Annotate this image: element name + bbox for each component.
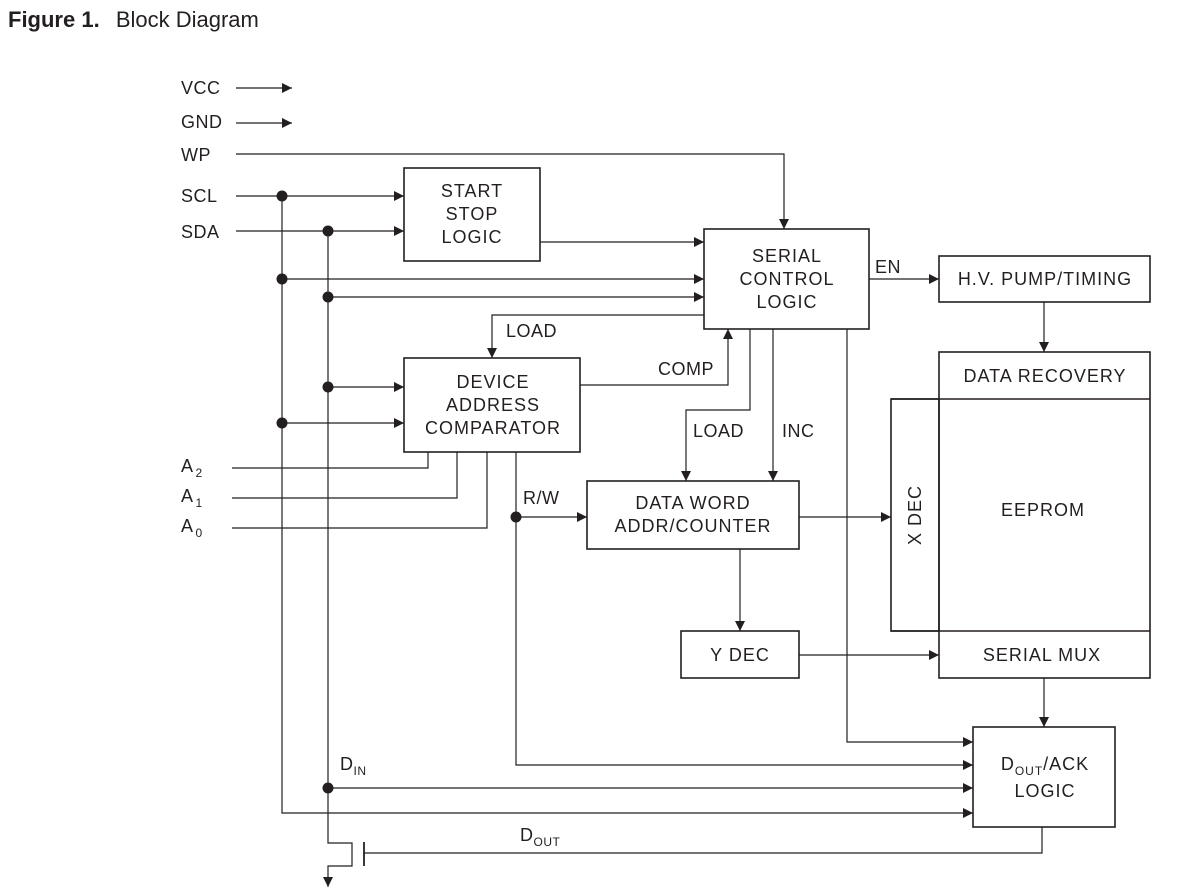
serial-control-label-3: LOGIC [756, 292, 817, 312]
junction-dot [322, 381, 334, 393]
signal-labels: EN LOAD COMP LOAD INC R/W DIN DOUT [340, 257, 901, 849]
comp-wire [580, 329, 733, 386]
data-recovery-label: DATA RECOVERY [963, 366, 1126, 386]
start-stop-label-3: LOGIC [441, 227, 502, 247]
pin-sda: SDA [181, 222, 220, 242]
device-address-comparator-block [403, 357, 581, 453]
junction-dot [322, 782, 334, 794]
signal-din: DIN [340, 754, 367, 778]
scl-bus [281, 196, 973, 818]
a1-wire [232, 452, 458, 499]
memory-array-frame [938, 351, 1151, 679]
junction-dot [322, 225, 334, 237]
signal-load-mid: LOAD [693, 421, 744, 441]
device-address-label-3: COMPARATOR [425, 418, 561, 438]
junction-dot [276, 417, 288, 429]
block-labels: START STOP LOGIC SERIAL CONTROL LOGIC H.… [425, 181, 1132, 801]
junction-dot [510, 511, 522, 523]
serial-mux-label: SERIAL MUX [983, 645, 1101, 665]
serial-control-logic-block [703, 228, 870, 330]
data-word-label-1: DATA WORD [635, 493, 750, 513]
junction-dot [322, 291, 334, 303]
load-top-wire [487, 314, 704, 358]
rw-wire [515, 452, 973, 770]
figure-caption: Block Diagram [115, 7, 259, 32]
sda-bus [323, 231, 353, 887]
serial-control-label-2: CONTROL [739, 269, 834, 289]
a2-wire [232, 452, 429, 469]
device-address-label-2: ADDRESS [446, 395, 540, 415]
hv-pump-timing-block [938, 255, 1151, 303]
junction-dot [276, 190, 288, 202]
pin-scl: SCL [181, 186, 218, 206]
figure-title: Figure 1. Block Diagram [8, 7, 259, 33]
dout-ack-label-2: LOGIC [1014, 781, 1075, 801]
data-word-label-2: ADDR/COUNTER [614, 516, 771, 536]
signal-dout: DOUT [520, 825, 561, 849]
start-stop-logic-block [403, 167, 541, 262]
junctions [276, 190, 522, 794]
start-stop-label-2: STOP [446, 204, 499, 224]
start-stop-label-1: START [441, 181, 503, 201]
wp-wire [236, 153, 789, 229]
signal-comp: COMP [658, 359, 714, 379]
junction-dot [276, 273, 288, 285]
signal-en: EN [875, 257, 901, 277]
control-to-dout [846, 329, 973, 747]
signal-inc: INC [782, 421, 815, 441]
x-dec-label: X DEC [905, 485, 925, 545]
signal-load-top: LOAD [506, 321, 557, 341]
pin-wp: WP [181, 145, 211, 165]
load-mid-wire [681, 329, 751, 481]
figure-number: Figure 1. [8, 7, 100, 32]
dout-ack-logic-block [972, 726, 1116, 828]
dout-ack-label-1: DOUT/ACK [1001, 754, 1089, 778]
eeprom-label: EEPROM [1001, 500, 1085, 520]
pin-vcc: VCC [181, 78, 221, 98]
device-address-label-1: DEVICE [456, 372, 529, 392]
data-word-counter-block [586, 480, 800, 550]
y-dec-block [680, 630, 800, 679]
wires [232, 83, 1049, 887]
serial-control-label-1: SERIAL [752, 246, 822, 266]
blocks [403, 167, 1151, 828]
hv-pump-label: H.V. PUMP/TIMING [958, 269, 1132, 289]
a0-wire [232, 452, 488, 529]
y-dec-label: Y DEC [710, 645, 770, 665]
pin-gnd: GND [181, 112, 223, 132]
signal-rw: R/W [523, 488, 560, 508]
dout-wire [364, 827, 1043, 854]
